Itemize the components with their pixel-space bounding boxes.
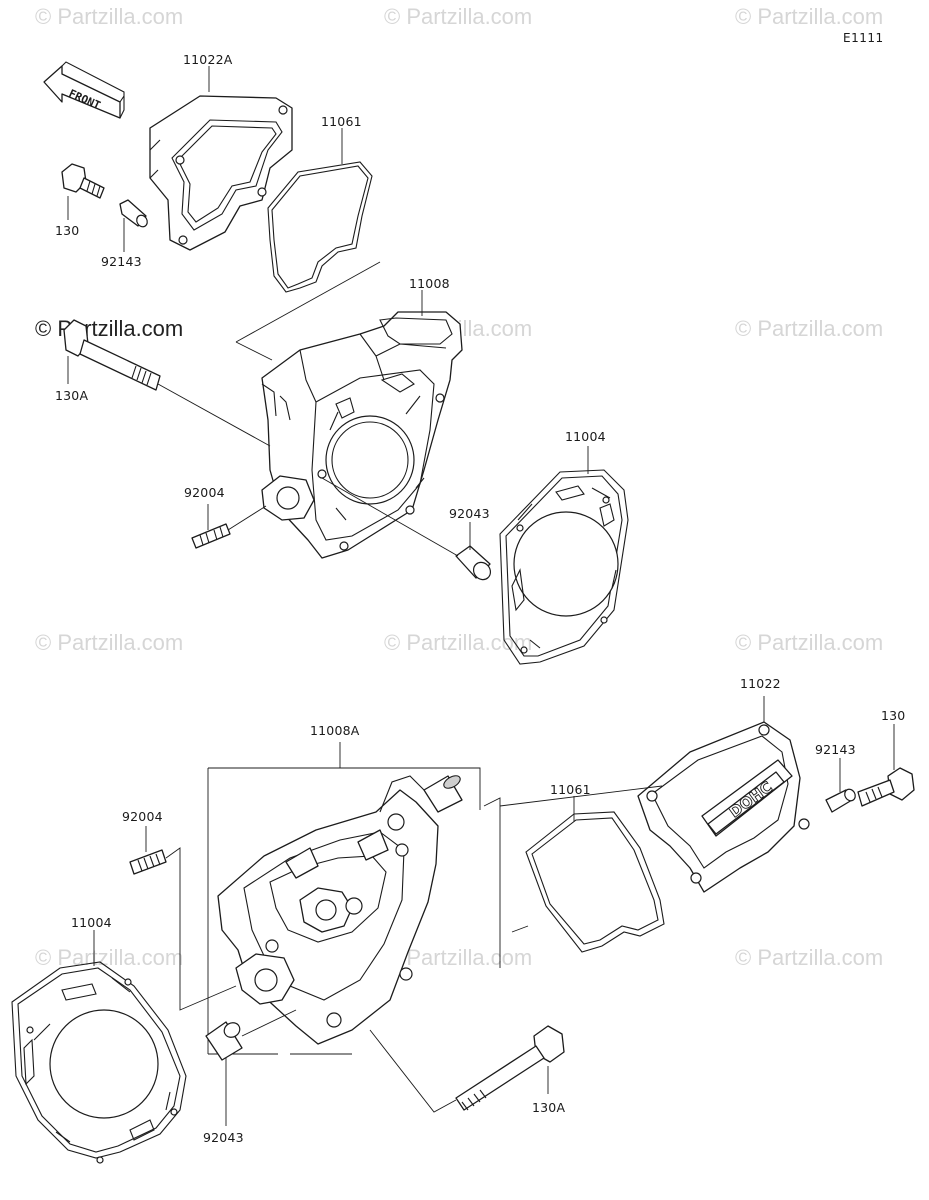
bolt-130-bottom	[857, 767, 915, 807]
leader-line	[511, 925, 529, 933]
callout-130A[interactable]: 130A	[532, 1100, 566, 1115]
head-gasket-11004-bottom	[11, 961, 187, 1164]
leader-line	[235, 261, 381, 343]
watermark: © Partzilla.com	[35, 4, 184, 29]
leader-line	[235, 341, 273, 361]
callout-11004[interactable]: 11004	[565, 429, 606, 444]
bracket-line	[207, 767, 481, 1054]
callout-11061[interactable]: 11061	[321, 114, 362, 129]
bolt-130A-bottom	[455, 1025, 565, 1111]
callout-11061[interactable]: 11061	[550, 782, 591, 797]
front-arrow-icon: FRONT	[43, 61, 125, 119]
callout-130[interactable]: 130	[55, 223, 80, 238]
callout-11022A[interactable]: 11022A	[183, 52, 233, 67]
callout-92143[interactable]: 92143	[815, 742, 856, 757]
watermark: © Partzilla.com	[735, 316, 884, 341]
watermark: © Partzilla.com	[35, 945, 184, 970]
callout-92043[interactable]: 92043	[203, 1130, 244, 1145]
watermark: © Partzilla.com	[735, 4, 884, 29]
cylinder-head-cover-11022A	[149, 95, 293, 251]
watermark: © Partzilla.com	[735, 945, 884, 970]
head-cover-gasket-11061-bottom	[525, 811, 665, 953]
bolt-130-top	[61, 163, 105, 199]
dowel-pin-92143-bottom	[825, 788, 856, 813]
dowel-92043-top	[455, 545, 492, 581]
callout-11008A[interactable]: 11008A	[310, 723, 360, 738]
dowel-92043-bottom	[205, 1021, 243, 1061]
cylinder-11008	[261, 311, 463, 559]
callout-11022[interactable]: 11022	[740, 676, 781, 691]
callout-130A[interactable]: 130A	[55, 388, 89, 403]
head-gasket-11004-top	[499, 469, 629, 665]
leader-line	[369, 1029, 457, 1113]
bolt-130A-top	[63, 319, 161, 391]
watermark: © Partzilla.com	[735, 630, 884, 655]
callout-92143[interactable]: 92143	[101, 254, 142, 269]
cylinder-head-cover-11022: DOHC	[637, 721, 810, 893]
leader-line	[227, 505, 267, 531]
cylinder-head-11008A	[217, 775, 463, 1045]
callout-130[interactable]: 130	[881, 708, 906, 723]
head-cover-gasket-11061-top	[267, 161, 373, 293]
bracket-line	[483, 797, 501, 968]
callout-11004[interactable]: 11004	[71, 915, 112, 930]
leader-line	[499, 785, 663, 807]
leader-line	[241, 1009, 297, 1037]
leader-line	[165, 847, 237, 1011]
watermark-dark: © Partzilla.com	[35, 316, 184, 341]
callout-92043[interactable]: 92043	[449, 506, 490, 521]
callout-92004[interactable]: 92004	[184, 485, 225, 500]
callout-11008[interactable]: 11008	[409, 276, 450, 291]
stud-92004-top	[191, 523, 231, 549]
watermark: © Partzilla.com	[384, 4, 533, 29]
leader-line	[157, 383, 271, 447]
dowel-pin-92143-top	[119, 199, 148, 228]
watermark: © Partzilla.com	[384, 630, 533, 655]
callout-92004[interactable]: 92004	[122, 809, 163, 824]
diagram-code: E1111	[843, 31, 884, 45]
leader-line	[321, 477, 459, 557]
stud-92004-bottom	[129, 849, 167, 875]
watermark: © Partzilla.com	[35, 630, 184, 655]
